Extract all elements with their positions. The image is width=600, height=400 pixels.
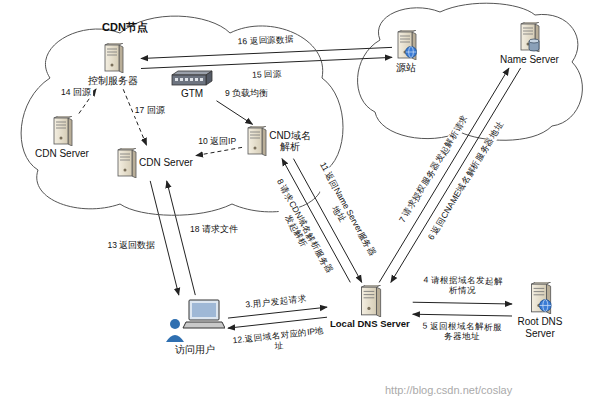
node-icon xyxy=(170,70,214,86)
node-icon xyxy=(518,22,540,52)
step-label: 12.返回域名对应的IP地址 xyxy=(229,325,330,355)
node-icon xyxy=(51,116,73,146)
node-label: CND域名解析 xyxy=(269,130,311,153)
arrow-connector xyxy=(196,147,242,155)
step-label: 9 负载均衡 xyxy=(223,89,270,99)
node-label: GTM xyxy=(181,88,203,100)
node-label: CDN Server xyxy=(35,148,89,160)
node-label: Local DNS Server xyxy=(330,319,410,330)
arrow-connector xyxy=(141,47,392,58)
node-icon xyxy=(102,43,124,73)
node-icon xyxy=(165,298,225,342)
node-label: Root DNS Server xyxy=(515,316,565,339)
step-label: 3.用户发起请求 xyxy=(243,293,309,310)
arrow-connector xyxy=(217,101,253,125)
cdn-server: CDN Server xyxy=(115,148,193,178)
name-server: Name Server xyxy=(500,22,559,66)
gtm-device: GTM xyxy=(170,70,214,100)
arrow-connector xyxy=(391,68,521,282)
step-label: 18 请求文件 xyxy=(188,225,240,235)
step-label: 15 回源 xyxy=(250,69,284,80)
node-label: CDN Server xyxy=(139,157,193,169)
user-laptop: 访问用户 xyxy=(165,298,225,356)
step-label: 16 返回源数据 xyxy=(235,35,296,47)
cdn-dns-server: CND域名解析 xyxy=(245,126,311,156)
arrow-connector xyxy=(379,68,509,282)
arrow-connector xyxy=(123,89,146,145)
root-dns-server: Root DNS Server xyxy=(515,282,565,339)
step-label: 5 返回根域名解析服务器地址 xyxy=(416,322,508,343)
arrow-connector xyxy=(413,302,512,304)
step-label: 13 返回数据 xyxy=(106,241,158,251)
step-label: 17 回源 xyxy=(133,106,167,116)
origin-cloud xyxy=(358,3,583,140)
control-server: 控制服务器 xyxy=(88,43,138,87)
node-icon xyxy=(245,126,267,156)
arrow-connector xyxy=(228,307,327,318)
watermark: http://blog.csdn.net/coslay xyxy=(385,384,512,396)
node-icon xyxy=(528,282,552,314)
cloud-heading: CDN节点 xyxy=(102,20,148,35)
node-icon xyxy=(395,30,417,60)
node-label: 访问用户 xyxy=(175,344,215,356)
node-label: 源站 xyxy=(396,62,416,74)
step-label: 10 返回IP xyxy=(196,137,238,147)
arrow-connector xyxy=(150,181,179,295)
node-label: 控制服务器 xyxy=(88,75,138,87)
arrow-connector xyxy=(413,314,512,316)
arrow-connector xyxy=(167,181,196,295)
node-icon xyxy=(358,285,382,317)
node-label: Name Server xyxy=(500,54,559,66)
step-label: 4 请根据域名发起解析情况 xyxy=(416,276,508,297)
cdn-cloud: CDN节点控制服务器CDN ServerCDN ServerGTMCND域名解析 xyxy=(10,8,350,218)
origin-server: 源站 xyxy=(395,30,417,74)
arrow-connector xyxy=(141,57,392,68)
cdn-server: CDN Server xyxy=(35,116,89,160)
local-dns-server: Local DNS Server xyxy=(330,285,410,330)
step-label: 14 回源 xyxy=(59,88,93,98)
step-label: 6 返回CNAME域名解析服务器地址 xyxy=(425,119,506,245)
node-icon xyxy=(115,148,137,178)
cloud-outline xyxy=(10,8,350,218)
